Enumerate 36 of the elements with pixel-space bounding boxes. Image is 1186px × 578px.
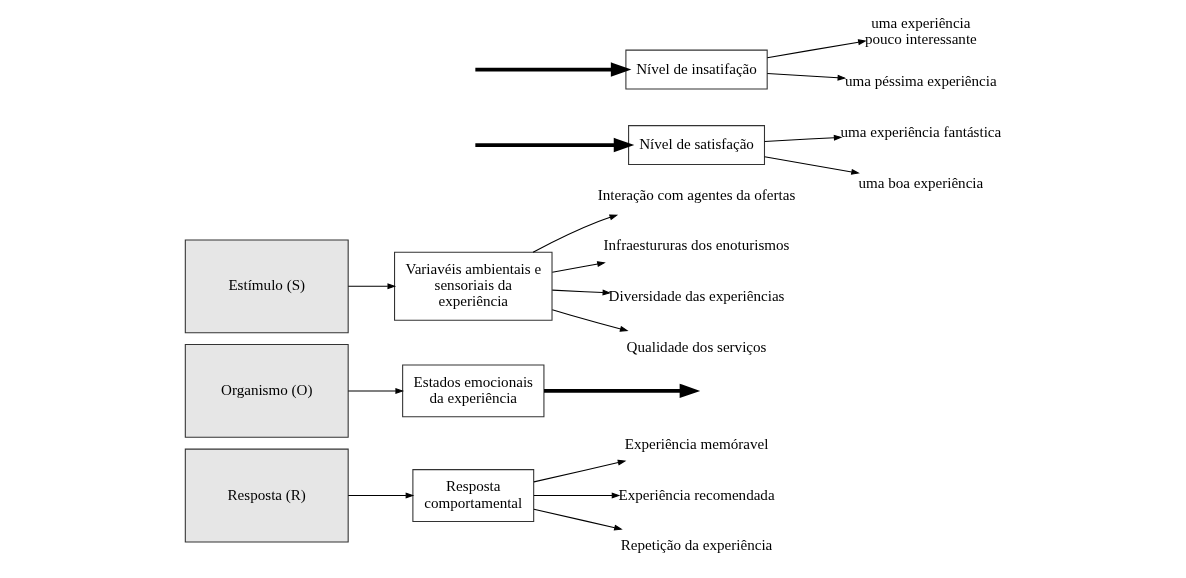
arrow [764, 134, 843, 142]
node-text: Experiência recomendada [618, 486, 775, 503]
arrow [766, 73, 847, 81]
arrow [533, 508, 623, 531]
arrow [532, 214, 619, 253]
arrow [533, 459, 627, 483]
node-box: Resposta comportamental [412, 469, 535, 522]
node-text: Interação com agentes da ofertas [597, 186, 796, 203]
node-text: uma experiência pouco interessante [864, 14, 977, 47]
node-box: Estímulo (S) [184, 239, 349, 334]
arrow [551, 289, 612, 296]
node-text: uma experiência fantástica [840, 124, 1002, 141]
arrow [347, 387, 405, 394]
node-box: Estados emocionais da experiência [402, 364, 545, 418]
arrow [544, 383, 701, 399]
node-text: Infraestururas dos enoturismos [603, 237, 790, 254]
arrow [347, 283, 397, 290]
node-box: Variavéis ambientais e sensoriais da experiência [394, 251, 553, 321]
arrow [551, 309, 629, 332]
node-text: Qualidade dos serviços [626, 338, 767, 355]
node-box: Nível de satisfação [628, 125, 766, 165]
arrow [766, 39, 867, 59]
arrow [533, 492, 621, 499]
node-text: uma boa experiência [858, 174, 984, 191]
arrow [475, 137, 635, 153]
arrow [551, 261, 606, 273]
node-text: Diversidade das experiências [608, 288, 785, 305]
arrow [347, 492, 415, 499]
arrow [475, 62, 632, 77]
node-box: Organismo (O) [184, 344, 349, 438]
node-box: Resposta (R) [184, 448, 349, 543]
node-text: Experiência memóravel [624, 435, 769, 452]
node-box: Nível de insatifação [625, 49, 768, 90]
arrow [764, 156, 860, 175]
node-text: Repetição da experiência [620, 537, 773, 554]
node-text: uma péssima experiência [845, 73, 997, 90]
